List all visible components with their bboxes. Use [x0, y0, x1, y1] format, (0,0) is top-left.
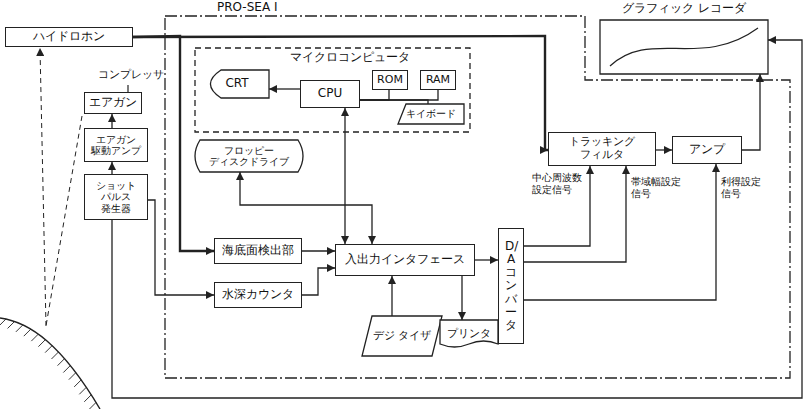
- node-text: 入出力インタフェース: [345, 253, 465, 267]
- node-text: CRT: [225, 77, 248, 91]
- signal-line: [112, 40, 802, 398]
- node-text: ショット パルス 発生器: [85, 180, 147, 215]
- signal-line: [133, 36, 548, 150]
- outline: [362, 316, 442, 356]
- node-text: 水深カウンタ: [222, 288, 294, 302]
- sound-ray: [46, 116, 82, 326]
- node-text: エアガン 駆動アンプ: [85, 134, 147, 157]
- node-text: CPU: [318, 87, 342, 101]
- digitizer-shape: デジ タイザ: [362, 316, 442, 356]
- hatch-stroke: [89, 402, 96, 409]
- cpu-box: CPU: [300, 80, 360, 108]
- signal-line: [240, 172, 372, 244]
- node-text: フロッピー ディスクドライブ: [190, 145, 308, 168]
- hatch-stroke: [24, 329, 31, 336]
- signal-line: [269, 88, 300, 89]
- hatch-stroke: [84, 395, 91, 402]
- hatch-stroke: [51, 352, 58, 359]
- node-text: RAM: [426, 74, 450, 87]
- amplifier-box: アンプ: [672, 136, 742, 164]
- hatch-stroke: [16, 325, 23, 332]
- outline: [440, 320, 498, 347]
- signal-label: 帯域幅設定 信号: [631, 176, 681, 199]
- ram-box: RAM: [420, 70, 456, 90]
- floppy-drive: フロッピー ディスクドライブ: [190, 140, 308, 172]
- computer-group: マイクロコンピュータ CRT CPU ROM RAM キイボード: [195, 48, 470, 132]
- hatch-stroke: [38, 340, 45, 347]
- hatch-stroke: [69, 373, 76, 380]
- depth-counter-box: 水深カウンタ: [214, 282, 302, 308]
- signal-line: [524, 166, 626, 262]
- hatch-stroke: [79, 387, 86, 394]
- node-text: トラッキング フィルタ: [549, 136, 655, 161]
- crt-display: CRT: [205, 70, 269, 98]
- driver-amp-box: エアガン 駆動アンプ: [84, 128, 148, 162]
- da-converter-box: D/Aコンバータ: [498, 228, 524, 344]
- signal-line: [461, 276, 462, 320]
- node-text: D/Aコンバータ: [505, 240, 517, 332]
- signal-line: [360, 90, 389, 100]
- outline: [195, 48, 470, 132]
- outline: [165, 16, 790, 378]
- leader-line: [127, 85, 128, 92]
- signal-line: [302, 268, 335, 295]
- signal-label: 利得設定 信号: [721, 176, 761, 199]
- node-text: PRO-SEA I: [217, 1, 277, 15]
- signal-line: [524, 164, 716, 300]
- node-text: グラフィック レコーダ: [600, 2, 768, 16]
- printer-shape: プリンタ: [440, 320, 498, 348]
- node-text: プリンタ: [447, 328, 491, 341]
- signal-line: [111, 162, 112, 174]
- signal-line: [656, 149, 672, 150]
- io-interface-box: 入出力インタフェース: [335, 244, 475, 276]
- node-text: エアガン: [89, 96, 137, 110]
- hatch-stroke: [63, 366, 70, 373]
- node-text: 海底面検出部: [222, 244, 294, 258]
- outline: [600, 20, 768, 74]
- node-text: キイボード: [406, 108, 456, 120]
- node-text: デジ タイザ: [373, 330, 432, 343]
- recording-trace: [610, 28, 758, 66]
- signal-line: [344, 108, 345, 244]
- outline: [398, 104, 464, 124]
- hydrophone-box: ハイドロホン: [5, 27, 133, 47]
- rom-box: ROM: [372, 70, 408, 90]
- signal-line: [302, 250, 335, 251]
- signal-line: [391, 276, 392, 316]
- keyboard-shape: キイボード: [398, 104, 464, 124]
- seafloor-hatching: [0, 319, 96, 409]
- hatch-stroke: [58, 359, 65, 366]
- airgun-box: エアガン: [84, 92, 142, 114]
- signal-line: [475, 259, 498, 260]
- signal-line: [111, 114, 112, 128]
- node-text: アンプ: [689, 143, 725, 157]
- hatch-stroke: [0, 319, 6, 326]
- signal-line: [148, 200, 214, 295]
- outline: [210, 70, 269, 98]
- tracking-filter-box: トラッキング フィルタ: [548, 132, 656, 166]
- signal-line: [742, 74, 760, 150]
- recorder-box: グラフィック レコーダ: [600, 2, 768, 74]
- sound-ray: [40, 48, 46, 326]
- hatch-stroke: [45, 346, 52, 353]
- node-text: ROM: [377, 74, 403, 87]
- pulse-generator-box: ショット パルス 発生器: [84, 174, 148, 220]
- node-text: ハイドロホン: [33, 30, 105, 44]
- node-text: マイクロコンピュータ: [290, 51, 410, 65]
- hatch-stroke: [74, 380, 81, 387]
- signal-label: 中心周波数 設定信号: [532, 172, 582, 195]
- seafloor-line: [0, 318, 100, 409]
- bottom-detector-box: 海底面検出部: [214, 238, 302, 264]
- hatch-stroke: [31, 334, 38, 341]
- signal-line: [360, 90, 438, 100]
- part-label: コンプレッサ: [98, 69, 164, 82]
- hatch-stroke: [8, 321, 15, 328]
- signal-line: [524, 166, 590, 246]
